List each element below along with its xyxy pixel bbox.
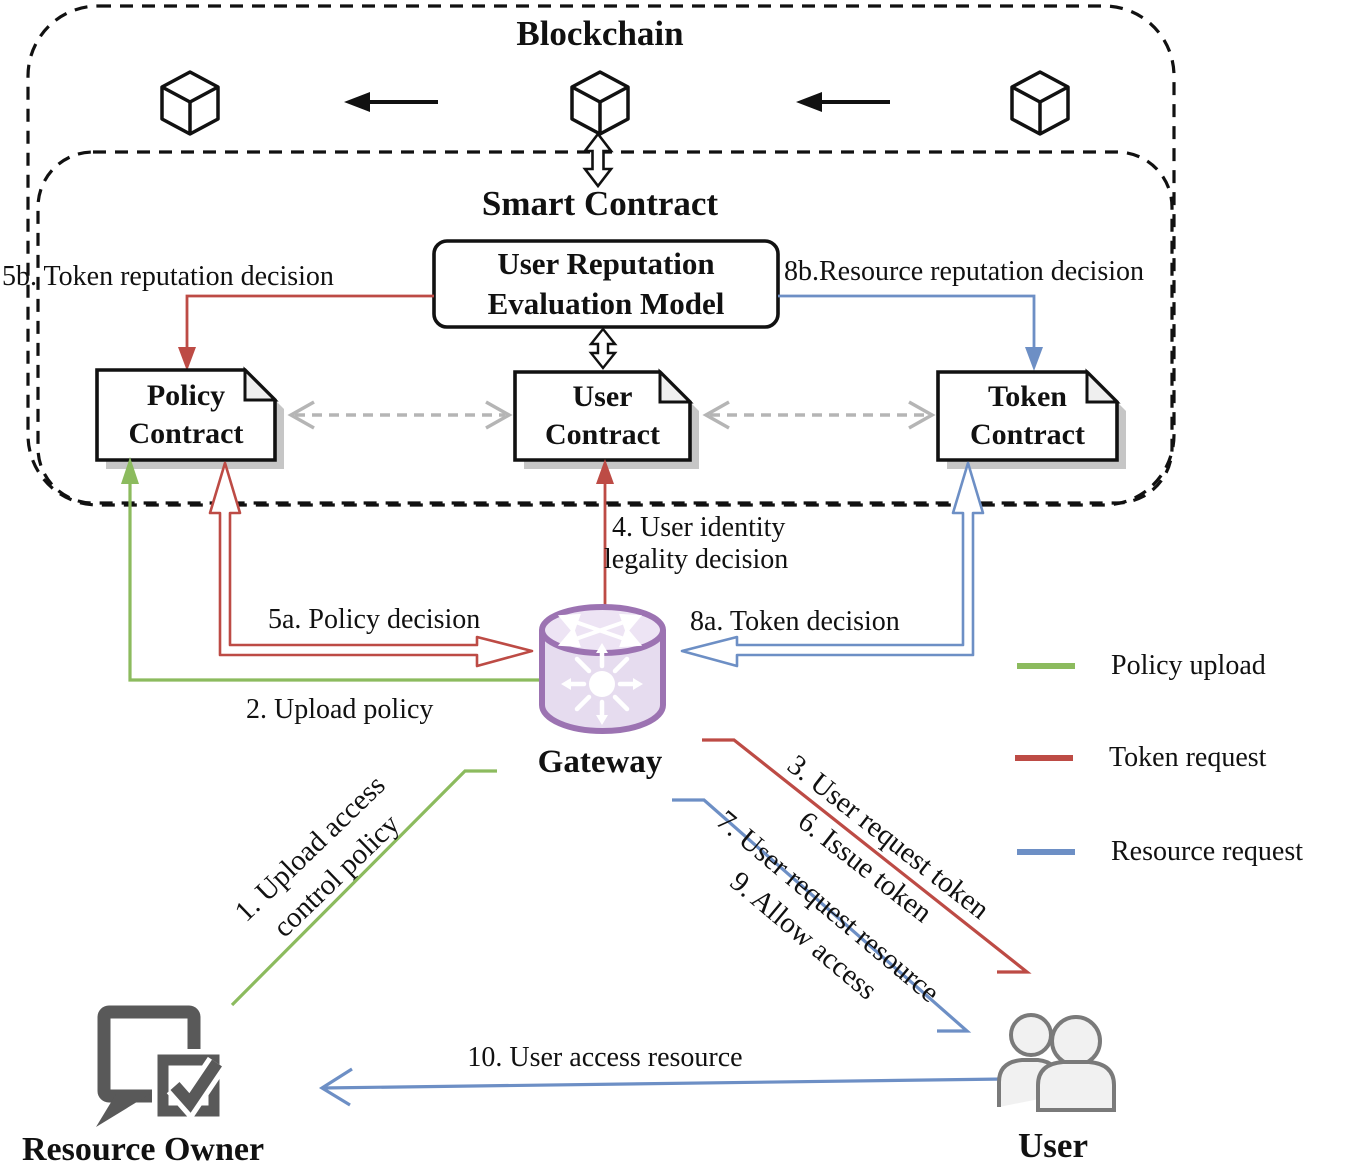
legend-item-token-request: Token request <box>1015 742 1266 774</box>
legend-swatch-red <box>1015 755 1073 762</box>
block-icon-right <box>1010 70 1070 136</box>
user-token-link-dashed <box>702 400 936 430</box>
block-icon-left <box>160 70 220 136</box>
arrow-8b-resource-reputation <box>778 294 1043 371</box>
arrow-3-6-token <box>702 738 1032 974</box>
label-8a: 8a. Token decision <box>690 606 900 637</box>
label-2: 2. Upload policy <box>246 694 434 725</box>
token-contract-label: Token Contract <box>970 379 1085 451</box>
legend-label: Resource request <box>1111 836 1304 867</box>
policy-user-link-dashed <box>287 400 513 430</box>
arrow-1-upload-access <box>230 769 497 1007</box>
token-contract-box <box>936 368 1126 469</box>
legend-label: Token request <box>1109 742 1267 773</box>
user-label: User <box>1018 1126 1088 1165</box>
label-4: 4. User identity legality decision <box>604 512 789 576</box>
legend-swatch-blue <box>1017 849 1075 856</box>
reputation-model-box <box>432 239 780 329</box>
chain-arrow-right <box>796 92 890 112</box>
blockchain-title: Blockchain <box>516 14 684 53</box>
block-icon-center <box>570 70 630 136</box>
user-contract-label: User Contract <box>545 379 660 451</box>
arrow-2-upload-policy <box>121 457 545 682</box>
legend-item-resource-request: Resource request <box>1017 836 1303 868</box>
resource-owner-label: Resource Owner <box>22 1131 265 1168</box>
user-icon <box>997 1013 1116 1112</box>
reputation-model-label: User Reputation Evaluation Model <box>487 246 725 321</box>
chain-arrow-left <box>344 92 438 112</box>
arrow-4-user-identity <box>596 459 614 612</box>
policy-contract-box <box>95 366 284 469</box>
policy-contract-label: Policy Contract <box>128 378 244 450</box>
resource-owner-icon <box>96 1005 227 1127</box>
label-5b: 5b. Token reputation decision <box>2 261 334 292</box>
user-contract-box <box>513 368 699 469</box>
arrow-5b-token-reputation <box>178 294 434 371</box>
legend-item-policy-upload: Policy upload <box>1017 650 1266 682</box>
gateway-label: Gateway <box>537 744 663 780</box>
arrow-8a-token-decision <box>680 461 985 668</box>
label-10: 10. User access resource <box>467 1042 743 1073</box>
arrow-7-9-resource <box>672 798 972 1033</box>
legend-swatch-green <box>1017 663 1075 670</box>
arrow-5a-policy-decision <box>208 461 534 668</box>
arrow-10-access-resource <box>318 1067 1006 1107</box>
blockchain-smartcontract-link-icon <box>582 131 614 189</box>
model-usercontract-link-icon <box>588 327 618 370</box>
label-5a: 5a. Policy decision <box>268 604 481 635</box>
legend-label: Policy upload <box>1111 650 1266 681</box>
label-8b: 8b.Resource reputation decision <box>784 256 1145 287</box>
smart-contract-title: Smart Contract <box>481 184 719 223</box>
gateway-icon <box>539 604 666 734</box>
